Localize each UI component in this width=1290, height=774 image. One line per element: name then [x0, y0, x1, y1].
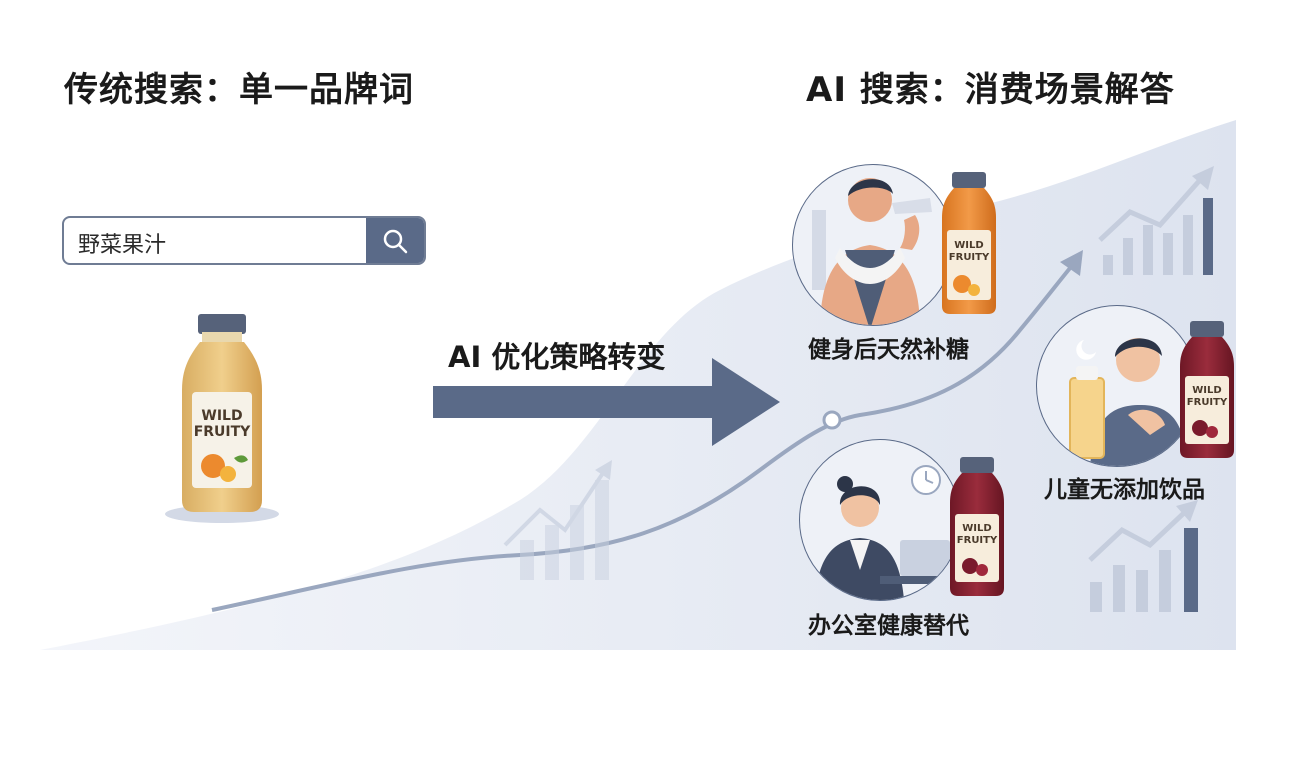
curve-arrowhead: [1060, 250, 1083, 276]
bottle-label-3-line2: FRUITY: [957, 535, 998, 546]
scenario-circle-office: [799, 439, 1004, 601]
bottle-label-left-line2: FRUITY: [194, 424, 251, 440]
curve-node: [822, 410, 842, 430]
bottle-label-3-line1: WILD: [962, 523, 991, 534]
bottle-label-2-line1: WILD: [1192, 385, 1221, 396]
search-button[interactable]: [366, 218, 424, 263]
growth-curve: [211, 260, 1077, 612]
search-box[interactable]: 野菜果汁: [62, 216, 426, 265]
bar-chart-top-right: [1098, 166, 1214, 275]
bar-chart-bottom-right: [1088, 500, 1198, 612]
scenario-circle-fitness: [792, 164, 996, 326]
bottle-label-1-line2: FRUITY: [949, 252, 990, 263]
bottle-label-left-line1: WILD: [201, 408, 242, 424]
title-ai-search: AI 搜索：消费场景解答: [806, 70, 1175, 110]
transition-label: AI 优化策略转变: [448, 340, 666, 374]
mini-chart-middle: [503, 460, 612, 580]
search-query-text[interactable]: 野菜果汁: [78, 233, 167, 258]
bottle-label-2-line2: FRUITY: [1187, 397, 1228, 408]
scenario-circle-kids: [1036, 305, 1234, 467]
transition-arrow: [433, 358, 780, 446]
product-bottle-left: [165, 314, 279, 523]
scenario-label-office: 办公室健康替代: [808, 613, 969, 639]
search-icon: [383, 229, 408, 253]
scenario-label-fitness: 健身后天然补糖: [808, 337, 969, 363]
title-traditional-search: 传统搜索：单一品牌词: [64, 70, 414, 110]
scenario-label-kids: 儿童无添加饮品: [1044, 477, 1205, 503]
bottle-label-1-line1: WILD: [954, 240, 983, 251]
